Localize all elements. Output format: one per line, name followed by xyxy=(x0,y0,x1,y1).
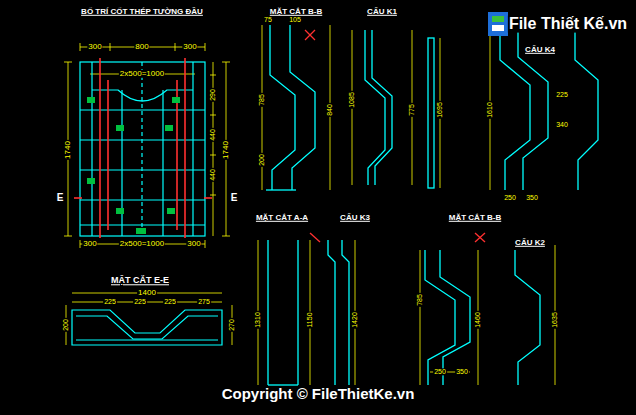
rebar-tags xyxy=(87,97,180,234)
dimension-text: 1740 xyxy=(222,140,230,160)
dimension-text: 350 xyxy=(455,368,469,375)
dimension-text: 290 xyxy=(209,88,216,102)
dimension-text: E xyxy=(56,193,65,204)
dimension-text: 775 xyxy=(408,103,415,117)
dimension-text: 440 xyxy=(209,168,216,182)
dimension-text: 1400 xyxy=(137,289,157,297)
dimension-text: 1420 xyxy=(351,311,358,329)
dimension-text: 300 xyxy=(186,240,201,248)
view-title: MẶT CẮT E-E xyxy=(110,276,170,285)
dimension-text: 2x500=1000 xyxy=(119,70,165,78)
dimension-text: 300 xyxy=(182,43,197,51)
view-title: CẤU K4 xyxy=(524,46,556,54)
view-title: CẤU K1 xyxy=(366,8,398,16)
dimension-text: 1150 xyxy=(306,311,313,328)
dimension-text: 270 xyxy=(228,318,235,332)
section-ee xyxy=(72,310,222,345)
dimension-text: 225 xyxy=(103,298,117,305)
dimension-text: 300 xyxy=(82,240,97,248)
dimension-text: 1460 xyxy=(474,311,481,329)
cut-marks xyxy=(305,18,510,242)
dimension-text: 1635 xyxy=(551,311,558,329)
dimension-text: 300 xyxy=(87,43,102,51)
plan-outline xyxy=(80,62,205,236)
dimension-text: 225 xyxy=(555,91,569,98)
dimension-text: 1310 xyxy=(254,311,261,329)
bar-profiles xyxy=(266,20,598,385)
dimension-text: 785 xyxy=(258,93,265,107)
dimension-text: 225 xyxy=(133,298,147,305)
dimension-text: 785 xyxy=(416,293,423,307)
view-title: MẶT CẮT B-B xyxy=(269,8,323,16)
dimension-text: 225 xyxy=(163,298,177,305)
view-title: CẤU K3 xyxy=(339,214,371,222)
view-title: MẶT CẮT B-B xyxy=(448,214,502,222)
dimension-text: 1740 xyxy=(64,140,72,160)
watermark: Copyright © FileThietKe.vn xyxy=(221,386,416,402)
dimension-text: 2x500=1000 xyxy=(119,240,165,248)
rebar-red xyxy=(74,58,212,238)
dimension-text: 350 xyxy=(525,194,539,201)
dimension-text: 800 xyxy=(134,43,149,51)
view-title: CẤU K2 xyxy=(514,239,546,247)
dimension-text: 1085 xyxy=(348,91,355,109)
dimension-lines xyxy=(64,20,555,385)
dimension-text: 200 xyxy=(62,318,69,332)
dimension-text: 840 xyxy=(326,103,333,117)
dimension-text: 1610 xyxy=(486,101,493,119)
dimension-text: 1695 xyxy=(436,101,443,119)
dimension-text: 275 xyxy=(197,298,211,305)
dimension-text: 75 xyxy=(263,16,273,23)
dimension-text: 200 xyxy=(258,153,265,167)
dimension-text: 105 xyxy=(288,16,302,23)
view-title: BỐ TRÍ CỐT THÉP TƯỜNG ĐẦU xyxy=(80,8,204,16)
watermark: File Thiết Kế.vn xyxy=(508,16,628,33)
dimension-text: E xyxy=(230,193,239,204)
dimension-text: 250 xyxy=(433,368,447,375)
dimension-text: 250 xyxy=(503,194,517,201)
logo-icon xyxy=(488,12,508,36)
dimension-text: 440 xyxy=(209,128,216,142)
dimension-text: 340 xyxy=(555,121,569,128)
view-title: MẶT CẮT A-A xyxy=(255,214,309,222)
